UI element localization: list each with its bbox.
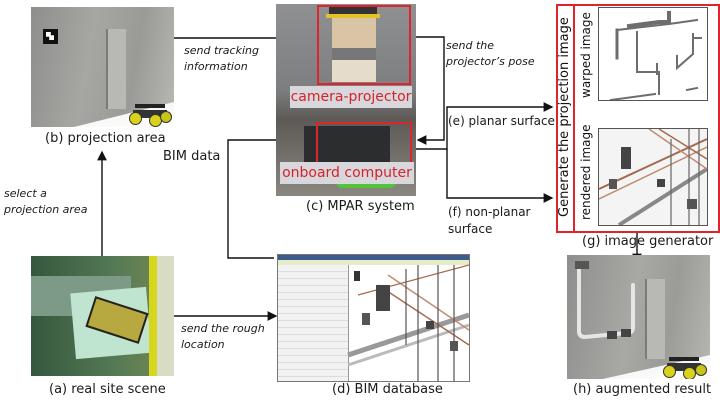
yellow-post: [149, 256, 157, 376]
augmented-result-photo: [567, 255, 710, 379]
bim-properties-panel: [278, 265, 349, 381]
warped-image-label: warped image: [579, 12, 593, 98]
rendered-pipes: [599, 129, 707, 225]
bim-ribbon: [278, 255, 469, 260]
label-bim-data: BIM data: [163, 149, 221, 164]
label-non-planar-surface: (f) non-planar surface: [448, 205, 531, 236]
projection-area-photo: [31, 7, 174, 127]
robot-icon: [129, 102, 172, 127]
rendered-image: [598, 128, 708, 226]
bim-database-screenshot: [277, 254, 470, 382]
wall-strip: [157, 256, 174, 376]
onboard-computer-label: onboard computer: [280, 162, 414, 184]
label-select-area: select a projection area: [4, 187, 88, 216]
doorway: [106, 29, 126, 109]
arrow-planar: [400, 102, 554, 150]
computer-board: [304, 126, 390, 162]
camera-device: [329, 7, 377, 15]
doorway: [645, 279, 665, 359]
label-send-rough-location: send the rough location: [181, 322, 265, 351]
generate-projection-label: Generate the projection image: [557, 17, 572, 217]
camera-projector-label: camera-projector: [290, 86, 412, 108]
caption-real-site-scene: (a) real site scene: [49, 382, 166, 397]
arrow-nonplanar: [446, 149, 554, 203]
rendered-image-label: rendered image: [579, 124, 593, 221]
label-send-pose: send the projector’s pose: [446, 39, 535, 68]
image-generator-frame: [556, 4, 720, 233]
real-site-scene-photo: [31, 256, 174, 376]
label-send-tracking: send tracking information: [184, 44, 259, 73]
warped-image: [598, 7, 708, 101]
label-planar-surface: (e) planar surface: [448, 114, 555, 128]
onboard-computer-highlight: [316, 122, 412, 164]
caption-projection-area: (b) projection area: [45, 131, 166, 146]
projector-base: [332, 60, 376, 82]
projector-body: [332, 48, 376, 60]
projected-pipes: [575, 261, 635, 340]
caption-bim-database: (d) BIM database: [332, 382, 443, 397]
caption-mpar-system: (c) MPAR system: [306, 199, 415, 214]
aruco-marker-icon: [43, 29, 58, 44]
image-generator-divider: [573, 4, 575, 233]
caption-image-generator: (g) image generator: [582, 234, 714, 249]
camera-projector-highlight: [317, 5, 411, 85]
arrow-bim-data: [227, 135, 296, 259]
bim-toolbar: [278, 260, 469, 265]
bim-3d-view: [347, 264, 469, 381]
robot-icon: [663, 355, 707, 379]
arrow-pose: [403, 36, 445, 145]
mpar-system-photo: camera-projector onboard computer: [276, 4, 416, 196]
projector-housing: [332, 18, 376, 48]
caption-augmented-result: (h) augmented result: [573, 382, 712, 397]
warped-pipes: [609, 11, 702, 100]
projector-mount: [326, 14, 380, 18]
